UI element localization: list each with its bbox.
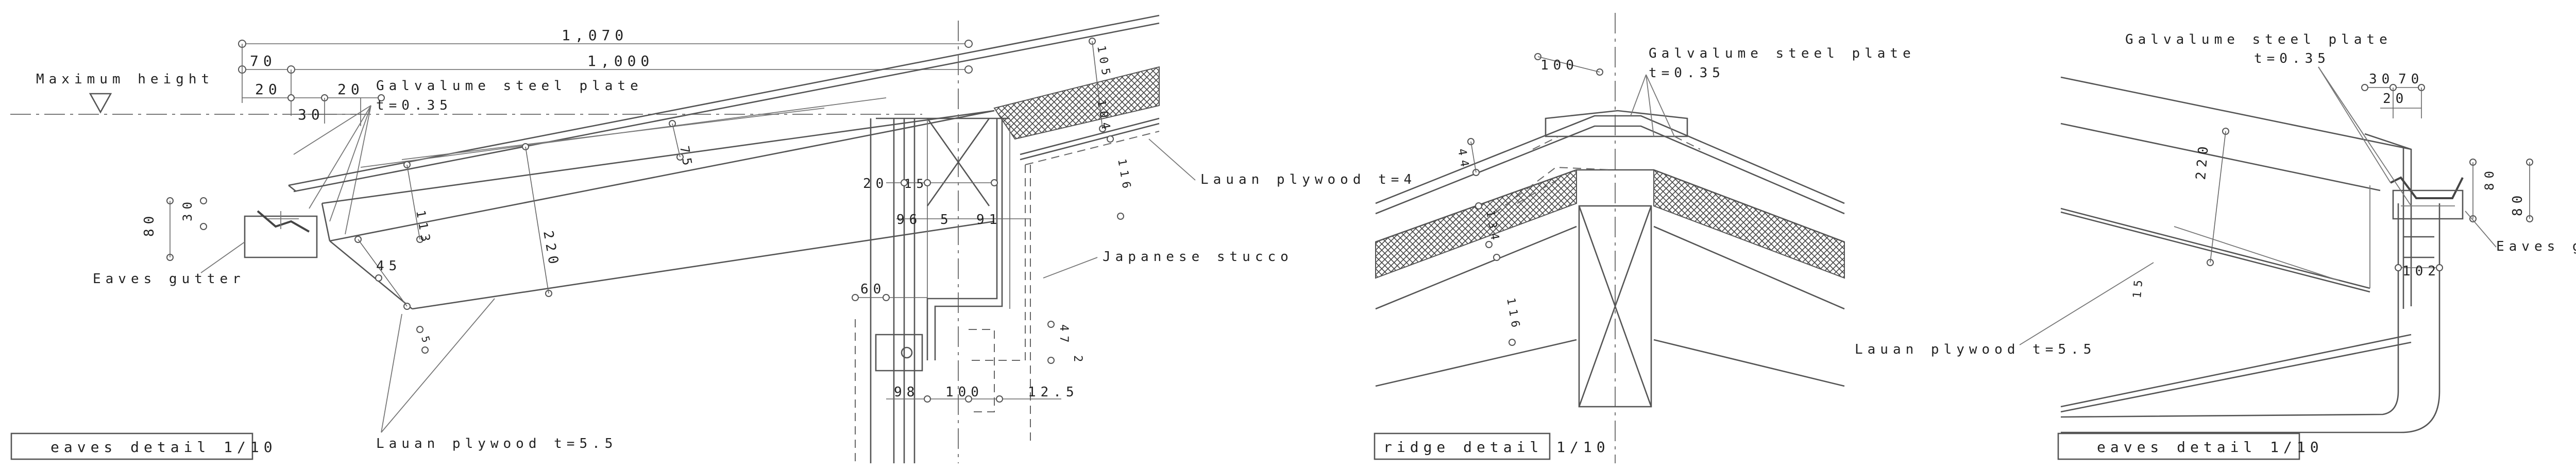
left-title-block xyxy=(10,432,253,460)
right-eaves-detail: 30 70 20 220 15 80 80 102 Galvalume stee… xyxy=(1855,32,2576,460)
left-lauan-bottom-label: Lauan plywood t=5.5 xyxy=(376,436,617,451)
right-galvalume-label: Galvalume steel plate xyxy=(2125,32,2392,47)
right-galvalume-thk: t=0.35 xyxy=(2254,51,2330,66)
dim-105: 105 xyxy=(1094,45,1113,81)
ridge-title-text: ridge detail 1/10 xyxy=(1383,439,1610,456)
dim-5: 5 xyxy=(419,335,434,349)
ridge-insulation-right xyxy=(1653,169,1845,279)
dim-30b: 30 xyxy=(180,197,195,221)
max-height-label: Maximum height xyxy=(36,72,214,87)
r-dim-70: 70 xyxy=(2398,72,2424,87)
right-lauan-label: Lauan plywood t=5.5 xyxy=(1855,342,2096,357)
right-eaves-gutter-label: Eaves gutter xyxy=(2496,239,2576,254)
dim-5b: 5 xyxy=(940,212,953,228)
left-eaves-gutter: 80 30 xyxy=(142,197,318,273)
right-title-block xyxy=(2057,432,2300,460)
ridge-title-block xyxy=(1374,432,1551,460)
dim-20a: 20 xyxy=(255,81,282,98)
ridge-insulation-left xyxy=(1375,169,1577,279)
dim-47: 47 xyxy=(1057,324,1070,347)
max-height-marker xyxy=(89,93,112,114)
ridge-dim-44: 44 xyxy=(1455,148,1471,172)
r-dim-15: 15 xyxy=(2131,275,2146,299)
ridge-galvalume-thk: t=0.35 xyxy=(1649,65,1725,81)
dim-15: 15 xyxy=(904,177,928,191)
dim-98: 98 xyxy=(894,385,919,400)
ridge-dim-100: 100 xyxy=(1540,58,1579,73)
dim-91: 91 xyxy=(976,212,1002,228)
dim-100: 100 xyxy=(945,385,984,400)
dim-125: 12.5 xyxy=(1028,385,1079,400)
r-dim-102: 102 xyxy=(2402,264,2441,279)
left-eaves-gutter-label: Eaves gutter xyxy=(93,271,245,287)
ridge-cap xyxy=(1545,110,1688,137)
right-downpipe xyxy=(2060,203,2441,433)
ridge-detail: 100 44 134 116 Galvalume steel plate t=0… xyxy=(1374,13,1916,463)
dim-113: 113 xyxy=(413,209,434,247)
ridge-dim-116: 116 xyxy=(1504,297,1522,333)
japanese-stucco-label: Japanese stucco xyxy=(1103,249,1293,265)
left-title-text: eaves detail 1/10 xyxy=(50,439,277,456)
ridge-post xyxy=(1578,205,1652,408)
right-eaves-gutter xyxy=(2390,176,2464,220)
dim-45: 45 xyxy=(376,258,401,274)
left-galvalume-label: Galvalume steel plate xyxy=(376,78,643,94)
r-dim-30: 30 xyxy=(2369,72,2394,87)
left-lauan-top-label: Lauan plywood t=4 xyxy=(1200,172,1416,187)
dim-1000: 1,000 xyxy=(587,53,654,69)
r-dim-220: 220 xyxy=(2193,141,2212,180)
dim-70: 70 xyxy=(250,53,277,69)
left-insulation-hatch xyxy=(993,66,1160,140)
dim-20c: 20 xyxy=(863,176,888,192)
right-title-text: eaves detail 1/10 xyxy=(2097,439,2324,456)
dim-60: 60 xyxy=(860,282,886,297)
dim-116: 116 xyxy=(1115,158,1133,194)
dim-2: 2 xyxy=(1071,355,1084,367)
dim-30: 30 xyxy=(298,106,325,123)
dim-220: 220 xyxy=(540,230,562,270)
r-dim-20: 20 xyxy=(2383,91,2408,107)
left-eaves-detail: Maximum height 1,070 70 1,000 20 20 30 G… xyxy=(10,14,1416,463)
dim-75: 75 xyxy=(677,145,696,171)
dim-96: 96 xyxy=(896,212,922,228)
dim-1070: 1,070 xyxy=(562,27,628,44)
left-galvalume-thk: t=0.35 xyxy=(376,98,452,113)
dim-80: 80 xyxy=(142,212,157,237)
dim-20b: 20 xyxy=(337,81,364,98)
r-dim-80: 80 xyxy=(2482,166,2497,190)
r-dim-80b: 80 xyxy=(2510,191,2526,216)
ridge-galvalume-label: Galvalume steel plate xyxy=(1649,46,1916,61)
